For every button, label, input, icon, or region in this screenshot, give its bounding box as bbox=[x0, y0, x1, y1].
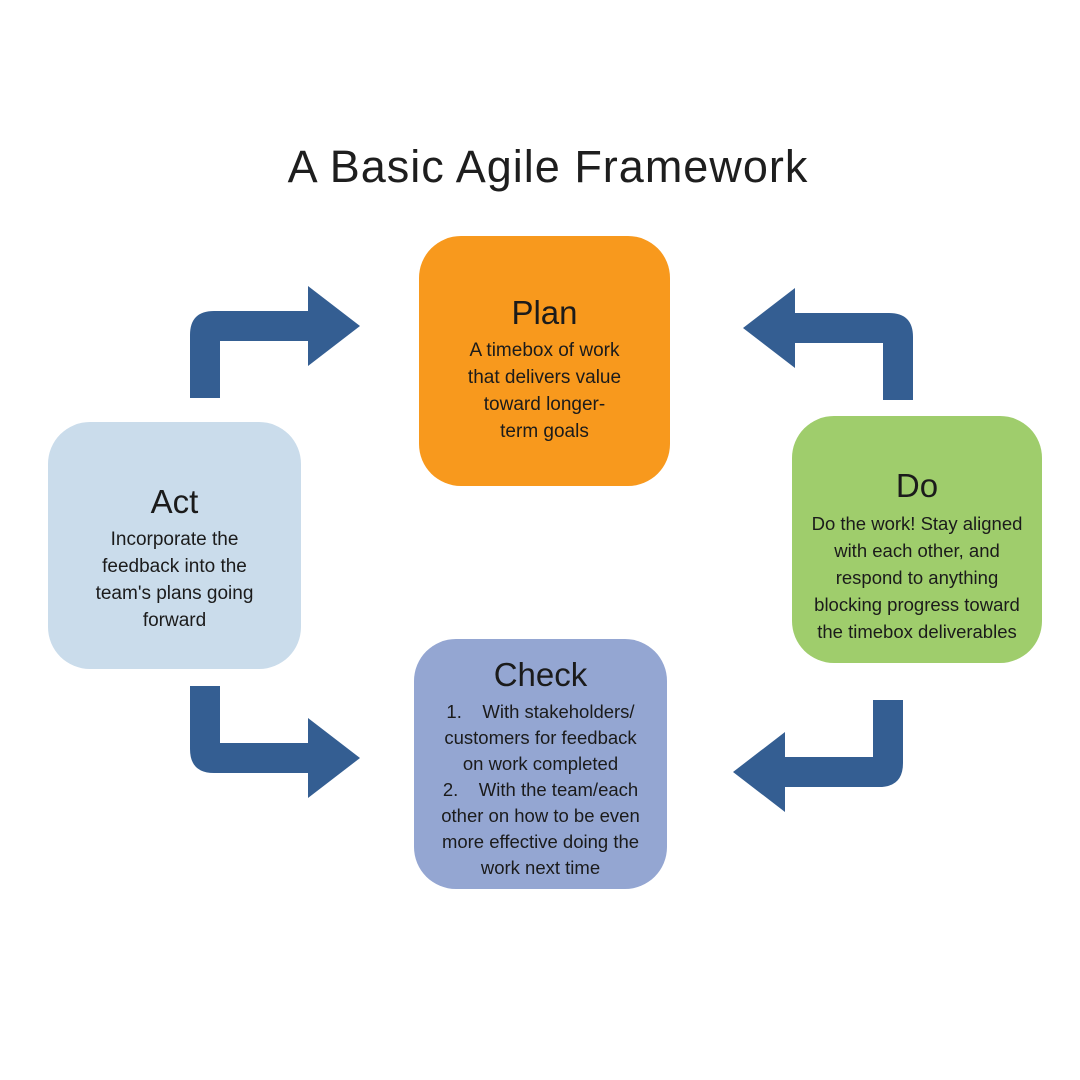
plan-box: Plan A timebox of work that delivers val… bbox=[419, 236, 670, 486]
do-box-title: Do bbox=[895, 467, 939, 504]
elbow-arrow-do-to-plan-icon bbox=[743, 288, 913, 400]
plan-box-title: Plan bbox=[511, 294, 578, 331]
act-box-description: Incorporate the feedback into the team's… bbox=[95, 529, 254, 631]
act-box-title: Act bbox=[150, 483, 199, 520]
diagram-title: A Basic Agile Framework bbox=[287, 141, 809, 192]
check-box-title: Check bbox=[493, 656, 588, 693]
do-box-description: Do the work! Stay aligned with each othe… bbox=[811, 513, 1023, 642]
act-box: Act Incorporate the feedback into the te… bbox=[48, 422, 301, 669]
elbow-arrow-act-to-check-icon bbox=[190, 686, 360, 798]
plan-box-description: A timebox of work that delivers value to… bbox=[467, 340, 622, 442]
elbow-arrow-act-to-plan-icon bbox=[190, 286, 360, 398]
do-box: Do Do the work! Stay aligned with each o… bbox=[792, 416, 1042, 663]
elbow-arrow-do-to-check-icon bbox=[733, 700, 903, 812]
check-box-description: 1. With stakeholders/ customers for feed… bbox=[441, 701, 640, 878]
check-box: Check 1. With stakeholders/ customers fo… bbox=[414, 639, 667, 889]
